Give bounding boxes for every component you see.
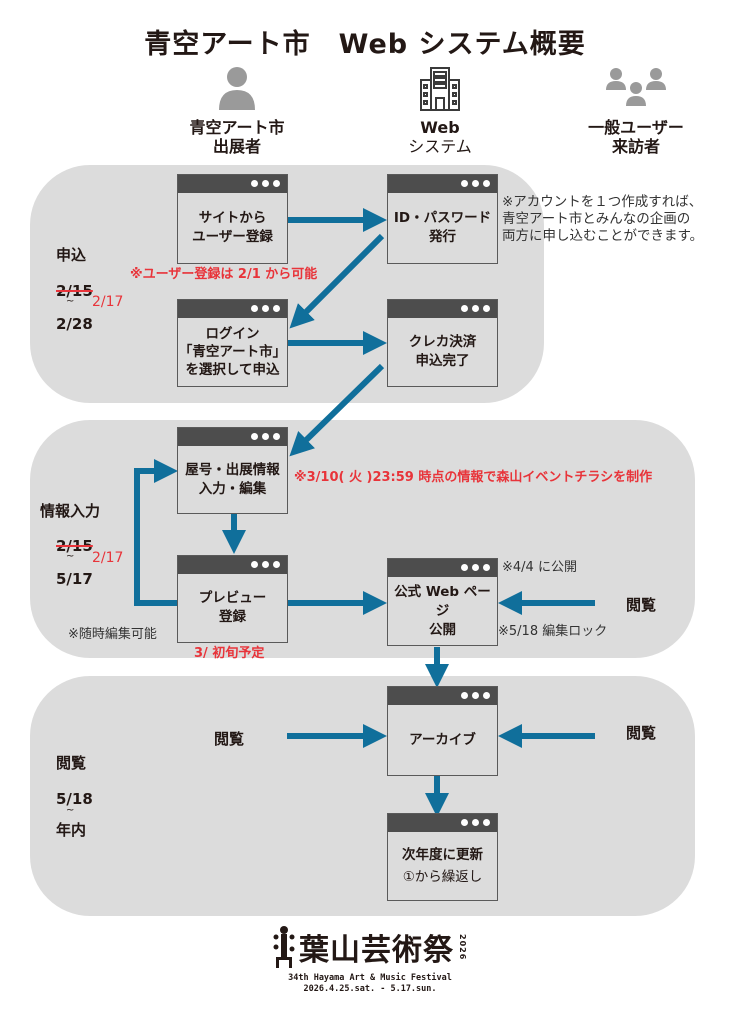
arrow-preview-loop bbox=[134, 459, 178, 606]
window-dots-icon bbox=[461, 564, 490, 571]
account-note: ※アカウントを１つ作成すれば、 青空アート市とみんなの企画の 両方に申し込むこと… bbox=[502, 194, 703, 245]
festival-logo-text: 葉山芸術祭 bbox=[299, 933, 454, 968]
actor-label-line2: システム bbox=[408, 137, 472, 156]
window-info-edit: 屋号・出展情報 入力・編集 bbox=[177, 427, 288, 514]
box-text: 登録 bbox=[219, 609, 246, 625]
phase-panel-view bbox=[30, 676, 695, 916]
window-next-year: 次年度に更新 ①から繰返し bbox=[387, 813, 498, 901]
date-new: 2/17 bbox=[92, 550, 124, 566]
window-dots-icon bbox=[251, 433, 280, 440]
festival-mascot-icon bbox=[273, 926, 295, 968]
group-icon bbox=[606, 68, 666, 106]
box-text: 申込完了 bbox=[415, 353, 470, 369]
view-label: 閲覧 bbox=[626, 596, 657, 614]
box-text: クレカ決済 bbox=[408, 334, 477, 350]
actor-label: 青空アート市 出展者 bbox=[157, 118, 317, 156]
register-note: ※ユーザー登録は 2/1 から可能 bbox=[130, 267, 318, 282]
actor-visitors: 一般ユーザー 来訪者 bbox=[556, 66, 716, 156]
date-new: 2/17 bbox=[92, 294, 124, 310]
actor-label-line1: Web bbox=[420, 118, 460, 137]
date-tilde: ~ bbox=[66, 805, 75, 816]
date-start: 5/18 bbox=[56, 790, 93, 808]
box-text: 発行 bbox=[429, 229, 456, 245]
note-line: ※アカウントを１つ作成すれば、 bbox=[502, 194, 703, 210]
window-official-web: 公式 Web ページ 公開 bbox=[387, 558, 498, 646]
box-text: 公開 bbox=[429, 621, 456, 638]
actor-label-line2: 来訪者 bbox=[611, 137, 660, 156]
date-end: 5/17 bbox=[56, 570, 93, 588]
arrow-id-to-login bbox=[289, 233, 385, 329]
date-struck: 2/15 bbox=[56, 282, 93, 300]
window-archive: アーカイブ bbox=[387, 686, 498, 776]
box-text: 公式 Web ページ bbox=[394, 583, 491, 619]
window-dots-icon bbox=[251, 180, 280, 187]
actor-label-line1: 一般ユーザー bbox=[588, 118, 684, 137]
box-text: 「青空アート市」 bbox=[178, 344, 287, 360]
arrow-payment-to-info bbox=[289, 363, 385, 457]
box-text: ユーザー登録 bbox=[192, 229, 273, 245]
window-login-apply: ログイン 「青空アート市」 を選択して申込 bbox=[177, 299, 288, 387]
window-dots-icon bbox=[461, 692, 490, 699]
actor-label: Web システム bbox=[360, 118, 520, 156]
window-id-password: ID・パスワード 発行 bbox=[387, 174, 498, 264]
note-line: 両方に申し込むことができます。 bbox=[502, 228, 704, 244]
box-text: サイトから bbox=[198, 210, 267, 226]
box-text: ID・パスワード bbox=[393, 210, 492, 226]
box-text: プレビュー bbox=[198, 590, 267, 606]
box-text: ①から繰返し bbox=[402, 869, 483, 885]
window-dots-icon bbox=[461, 305, 490, 312]
edit-lock-note: ※5/18 編集ロック bbox=[498, 624, 608, 639]
festival-logo-year: 2026 bbox=[458, 933, 467, 961]
date-tilde: ~ bbox=[66, 551, 75, 562]
edit-anytime-note: ※随時編集可能 bbox=[68, 627, 157, 642]
actor-label-line2: 出展者 bbox=[212, 137, 261, 156]
window-dots-icon bbox=[461, 180, 490, 187]
flyer-note: ※3/10( 火 )23:59 時点の情報で森山イベントチラシを制作 bbox=[294, 470, 653, 485]
box-text: 次年度に更新 bbox=[402, 847, 483, 863]
box-text: アーカイブ bbox=[409, 731, 476, 748]
window-preview: プレビュー 登録 bbox=[177, 555, 288, 643]
actor-label-line1: 青空アート市 bbox=[189, 118, 285, 137]
actor-label: 一般ユーザー 来訪者 bbox=[556, 118, 716, 156]
view-label-visitor: 閲覧 bbox=[626, 724, 657, 742]
box-text: 入力・編集 bbox=[198, 480, 267, 497]
box-text: 屋号・出展情報 bbox=[185, 461, 280, 478]
window-dots-icon bbox=[251, 305, 280, 312]
date-tilde: ~ bbox=[66, 296, 75, 307]
window-dots-icon bbox=[251, 561, 280, 568]
box-text: ログイン bbox=[205, 326, 260, 342]
actor-exhibitor: 青空アート市 出展者 bbox=[157, 66, 317, 156]
phase-label-info: 情報入力 bbox=[40, 502, 101, 520]
date-struck: 2/15 bbox=[56, 537, 93, 555]
date-end: 2/28 bbox=[56, 315, 93, 333]
preview-schedule-note: 3/ 初旬予定 bbox=[194, 646, 265, 661]
festival-dates: 2026.4.25.sat. - 5.17.sun. bbox=[303, 984, 437, 994]
actor-web-system: Web システム bbox=[360, 66, 520, 156]
festival-logo: 葉山芸術祭 2026 34th Hayama Art & Music Festi… bbox=[250, 925, 490, 995]
window-payment: クレカ決済 申込完了 bbox=[387, 299, 498, 387]
person-icon bbox=[219, 67, 255, 110]
box-text: を選択して申込 bbox=[185, 362, 280, 378]
festival-subtitle: 34th Hayama Art & Music Festival bbox=[288, 973, 452, 983]
publish-note: ※4/4 に公開 bbox=[502, 560, 577, 575]
note-line: 青空アート市とみんなの企画の bbox=[502, 211, 691, 227]
window-dots-icon bbox=[461, 819, 490, 826]
date-end: 年内 bbox=[56, 821, 87, 839]
phase-label-apply: 申込 bbox=[56, 246, 87, 264]
phase-label-view: 閲覧 bbox=[56, 754, 87, 772]
building-icon bbox=[420, 67, 460, 111]
view-label-exhibitor: 閲覧 bbox=[214, 730, 245, 748]
window-user-register: サイトから ユーザー登録 bbox=[177, 174, 288, 264]
phase-panel-info bbox=[30, 420, 695, 658]
page-title: 青空アート市 Web システム概要 bbox=[144, 29, 586, 60]
